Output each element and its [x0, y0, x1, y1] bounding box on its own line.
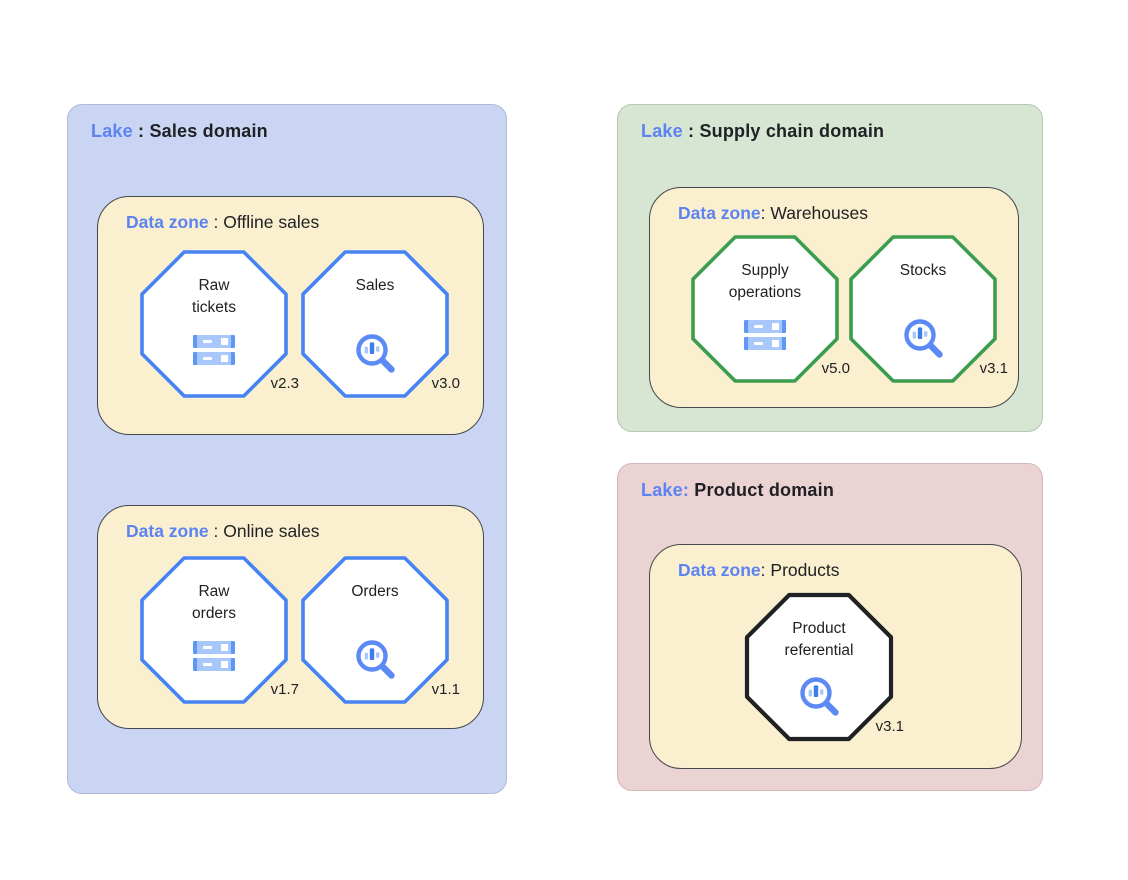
lake-product-header: Lake: Product domain — [641, 480, 834, 501]
search-insights-icon — [800, 677, 839, 716]
zone-name: Offline sales — [223, 212, 320, 232]
search-insights-icon — [904, 319, 943, 358]
datasets-icon — [744, 320, 786, 354]
entity-octagon — [849, 235, 997, 383]
entity-name: Orders — [351, 583, 399, 600]
entity-octagon — [140, 250, 288, 398]
entity-raw-orders: Raw orders v1.7 — [139, 555, 299, 705]
entity-version: v3.0 — [431, 375, 460, 392]
separator: : — [682, 121, 700, 141]
zone-products-header: Data zone: Products — [678, 560, 839, 581]
entity-name: Product referential — [784, 620, 854, 659]
entity-supply-operations: Supply operations v5.0 — [690, 234, 850, 384]
lake-supply-header: Lake : Supply chain domain — [641, 121, 884, 142]
entity-name: Raw tickets — [192, 277, 236, 316]
lake-label: Lake — [641, 121, 683, 141]
entity-version: v3.1 — [979, 360, 1008, 377]
lake-name: Product domain — [694, 480, 835, 500]
entity-version: v3.1 — [875, 718, 904, 735]
entity-octagon — [301, 250, 449, 398]
zone-label: Data zone — [678, 560, 761, 580]
lake-label: Lake — [91, 121, 133, 141]
entity-name: Sales — [355, 277, 395, 294]
lake-label: Lake: — [641, 480, 690, 500]
lake-name: Sales domain — [149, 121, 268, 141]
lake-name: Supply chain domain — [699, 121, 885, 141]
zone-name: Warehouses — [770, 203, 868, 223]
search-insights-icon — [356, 334, 395, 373]
entity-version: v5.0 — [821, 360, 850, 377]
zone-name: Online sales — [223, 521, 320, 541]
separator: : — [208, 521, 224, 541]
entity-name: Stocks — [899, 262, 947, 279]
entity-orders: Orders v1.1 — [300, 555, 460, 705]
entity-raw-tickets: Raw tickets v2.3 — [139, 249, 299, 399]
zone-offline-header: Data zone : Offline sales — [126, 212, 319, 233]
entity-octagon — [691, 235, 839, 383]
entity-sales: Sales v3.0 — [300, 249, 460, 399]
zone-label: Data zone — [678, 203, 761, 223]
entity-octagon — [301, 556, 449, 704]
entity-version: v2.3 — [270, 375, 299, 392]
zone-label: Data zone — [126, 212, 209, 232]
entity-name: Supply operations — [728, 262, 802, 301]
separator: : — [760, 203, 771, 223]
zone-online-header: Data zone : Online sales — [126, 521, 320, 542]
separator: : — [208, 212, 224, 232]
separator: : — [760, 560, 771, 580]
lake-sales-header: Lake : Sales domain — [91, 121, 268, 142]
entity-stocks: Stocks v3.1 — [848, 234, 1008, 384]
datasets-icon — [193, 335, 235, 369]
zone-label: Data zone — [126, 521, 209, 541]
separator: : — [132, 121, 150, 141]
entity-version: v1.1 — [431, 681, 460, 698]
zone-warehouses-header: Data zone: Warehouses — [678, 203, 868, 224]
entity-name: Raw orders — [192, 583, 236, 622]
entity-product-referential: Product referential v3.1 — [744, 592, 904, 742]
search-insights-icon — [356, 640, 395, 679]
datasets-icon — [193, 641, 235, 675]
entity-octagon — [140, 556, 288, 704]
entity-octagon — [744, 592, 894, 742]
entity-version: v1.7 — [270, 681, 299, 698]
zone-name: Products — [770, 560, 840, 580]
